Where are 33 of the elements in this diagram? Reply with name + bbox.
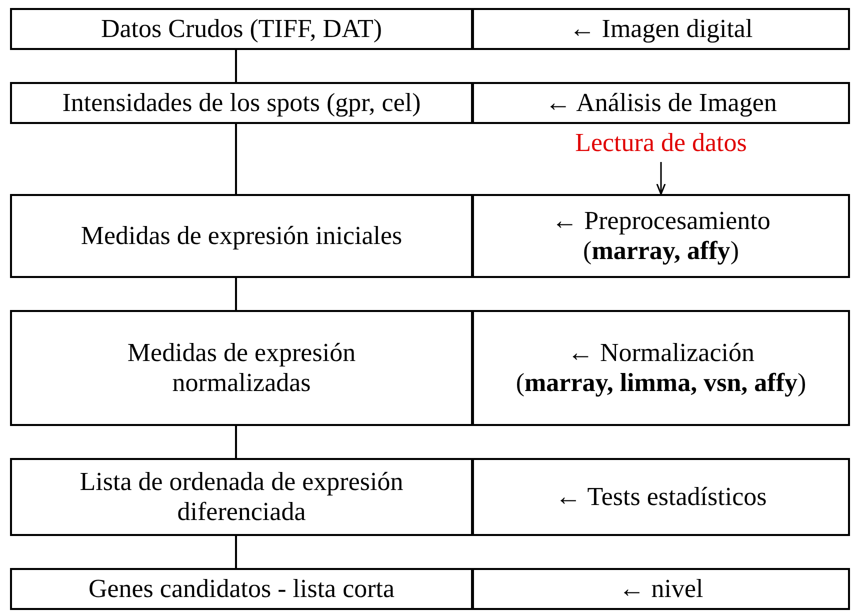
cell-text: ← Normalización: [568, 338, 754, 368]
table-cell: [472, 82, 850, 124]
cell-text: ← Tests estadísticos: [555, 482, 767, 512]
cell-text: Medidas de expresión iniciales: [80, 221, 402, 251]
table-cell: [472, 458, 850, 536]
table-cell: [10, 8, 473, 50]
cell-text: ← Imagen digital: [569, 14, 753, 44]
connector-line: [235, 278, 237, 310]
table-cell: [472, 194, 850, 278]
connector-line: [235, 124, 237, 194]
table-cell: [472, 310, 850, 426]
cell-text: ← nivel: [618, 574, 704, 604]
cell-text: (marray, affy): [583, 236, 739, 266]
cell-text: ← Preprocesamiento: [552, 206, 770, 236]
table-cell: [10, 458, 473, 536]
table-cell: [10, 568, 473, 610]
cell-text: Genes candidatos - lista corta: [88, 574, 395, 604]
note-text: Lectura de datos: [575, 128, 747, 158]
table-cell: [10, 82, 473, 124]
connector-line: [235, 426, 237, 458]
arrow: [656, 162, 666, 195]
connector-line: [235, 536, 237, 568]
table-cell: [10, 310, 473, 426]
table-cell: [472, 568, 850, 610]
cell-text: (marray, limma, vsn, affy): [516, 368, 806, 398]
cell-text: Intensidades de los spots (gpr, cel): [62, 88, 421, 118]
table-cell: [10, 194, 473, 278]
cell-text: ← Análisis de Imagen: [545, 88, 777, 118]
cell-text: Datos Crudos (TIFF, DAT): [100, 14, 382, 44]
connector-line: [235, 50, 237, 82]
cell-text: Lista de ordenada de expresión diferenciada: [78, 467, 404, 527]
cell-text: Medidas de expresión normalizadas: [126, 338, 357, 398]
table-cell: [472, 8, 850, 50]
